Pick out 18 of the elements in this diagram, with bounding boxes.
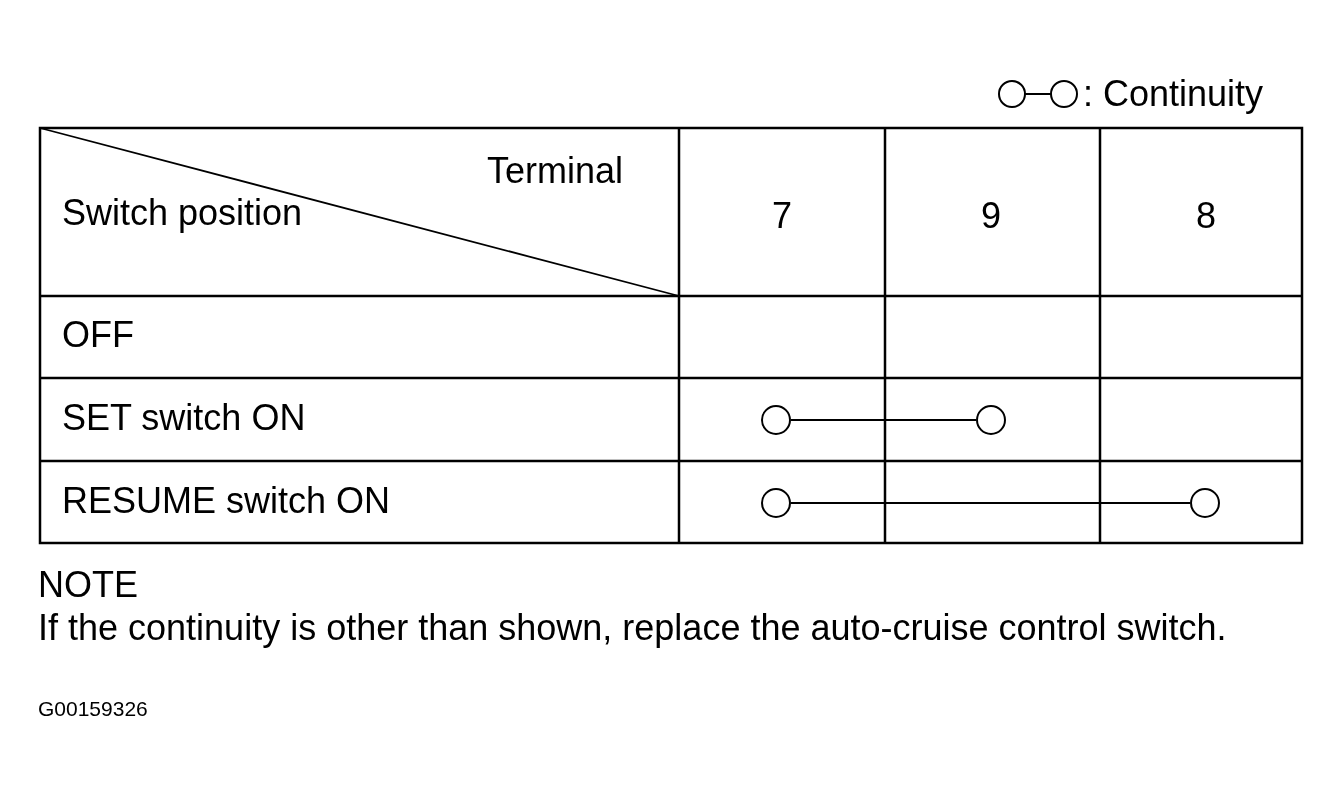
- switch-position: SET switch ON: [62, 397, 306, 439]
- continuity-line: [790, 419, 977, 421]
- note-heading: NOTE: [38, 564, 138, 606]
- switch-position: OFF: [62, 314, 134, 356]
- terminal-number: 9: [980, 195, 1002, 237]
- terminal-circle: [1190, 488, 1220, 518]
- table-header: Switch position: [62, 192, 304, 234]
- terminal-number: 8: [1195, 195, 1217, 237]
- figure-id: G00159326: [38, 697, 148, 721]
- terminal-circle: [761, 488, 791, 518]
- switch-position: RESUME switch ON: [62, 480, 391, 522]
- terminal-number: 7: [771, 195, 793, 237]
- continuity-line: [790, 502, 1191, 504]
- terminal-circle: [761, 405, 791, 435]
- legend-text: : Continuity: [1083, 73, 1264, 115]
- table-header: Terminal: [487, 150, 624, 192]
- note-text: If the continuity is other than shown, replace the auto-cruise control switch.: [38, 607, 1228, 649]
- terminal-circle: [976, 405, 1006, 435]
